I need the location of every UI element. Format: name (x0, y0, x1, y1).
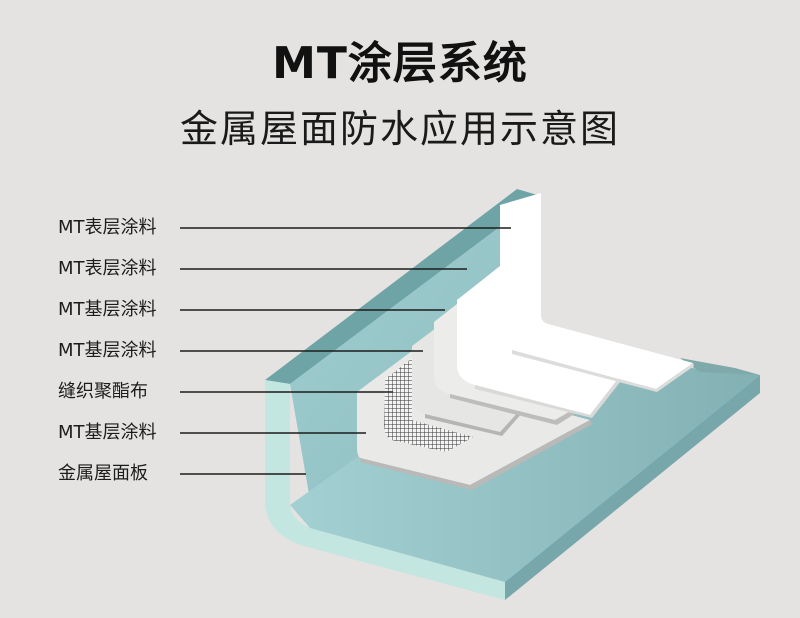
page-subtitle: 金属屋面防水应用示意图 (179, 107, 620, 151)
layer-label-metal-roof-panel: 金属屋面板 (58, 463, 148, 484)
layer-label-top-coat-1: MT表层涂料 (58, 217, 157, 238)
layer-label-base-coat-1: MT基层涂料 (58, 299, 157, 320)
polyester-fabric-layer (384, 358, 473, 452)
layer-label-polyester-fabric: 缝织聚酯布 (58, 381, 148, 402)
page-title: MT涂层系统 (272, 38, 528, 89)
layer-label-base-coat-2: MT基层涂料 (58, 340, 157, 361)
leader-lines (180, 227, 511, 475)
layer-label-base-coat-3: MT基层涂料 (58, 422, 157, 443)
top-coat-layer-1 (457, 266, 628, 418)
layer-label-top-coat-2: MT表层涂料 (58, 258, 157, 279)
top-coat-layer-2 (500, 193, 694, 392)
